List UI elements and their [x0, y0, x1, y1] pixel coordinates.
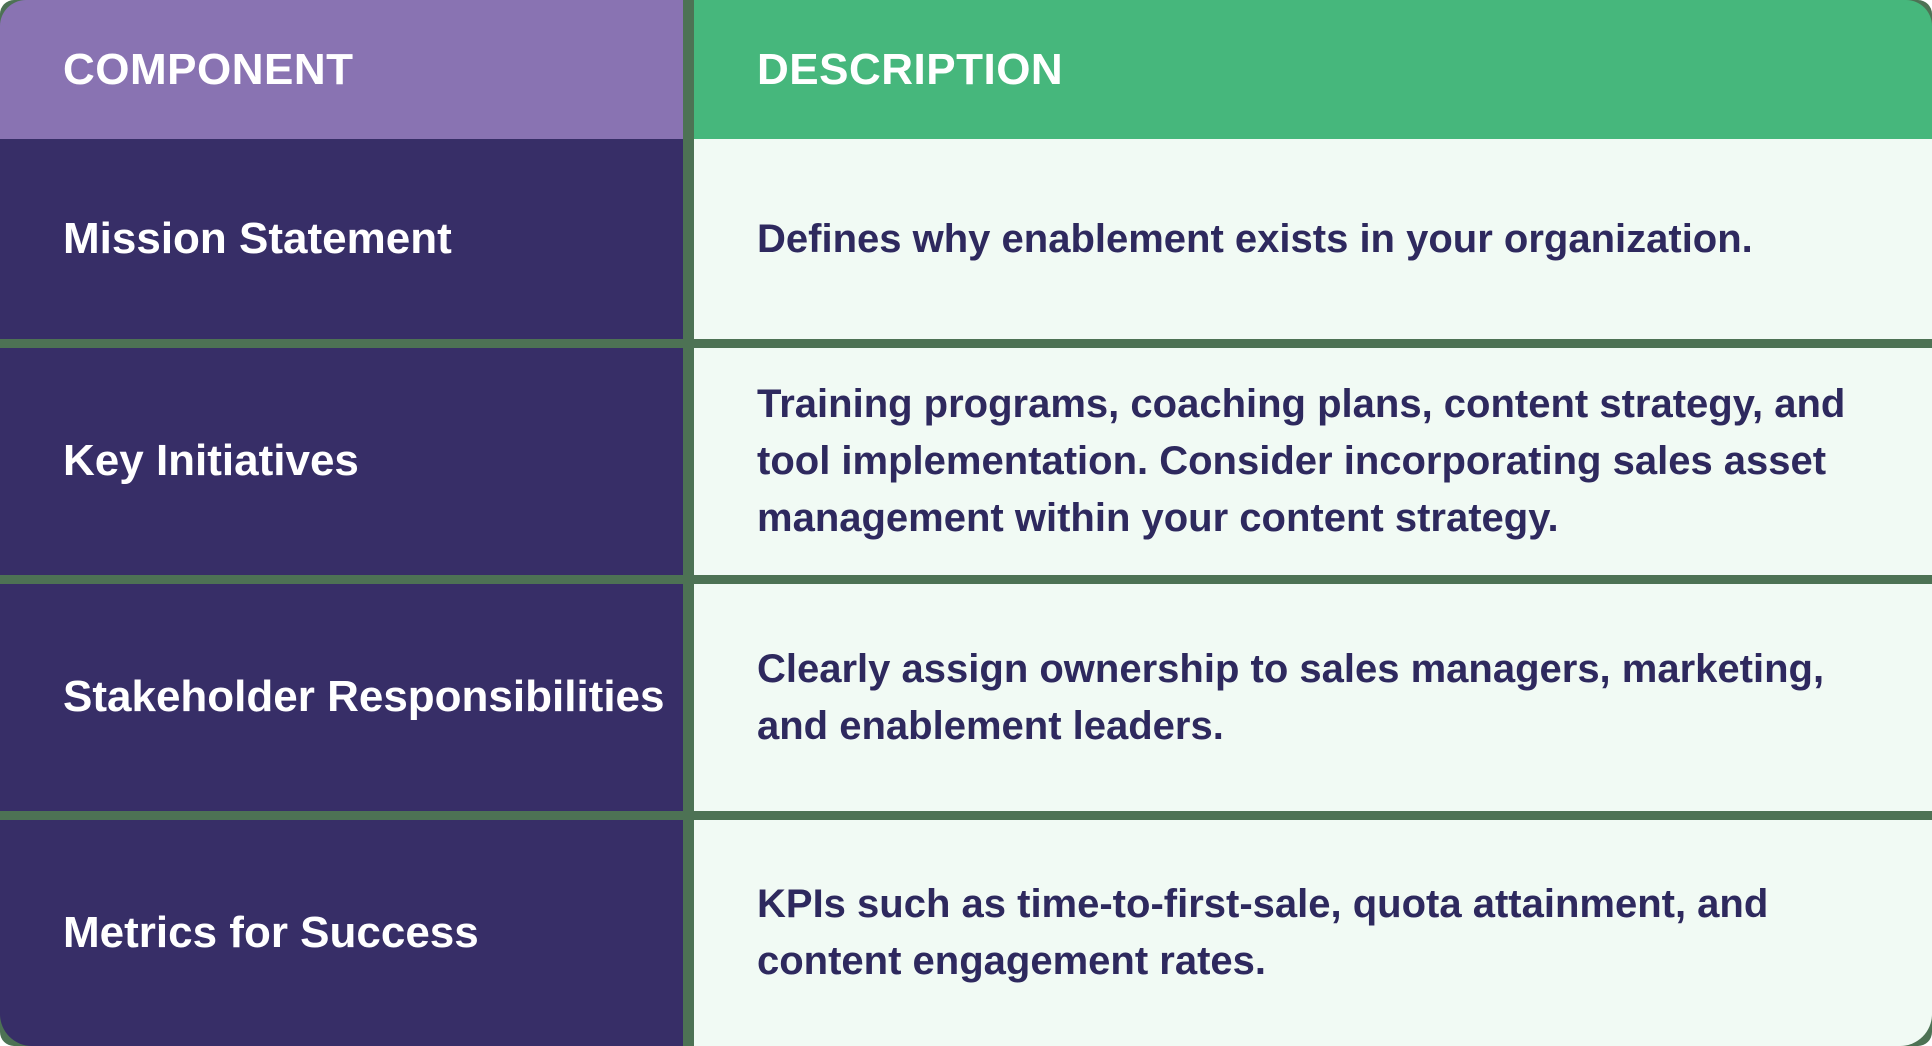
description-text: Clearly assign ownership to sales manage… [757, 646, 1825, 748]
description-text: KPIs such as time-to-first-sale, quota a… [757, 882, 1769, 983]
component-cell: Key Initiatives [0, 348, 683, 575]
table-row-stakeholder-responsibilities: Stakeholder Responsibilities Clearly ass… [0, 584, 1932, 811]
component-cell: Mission Statement [0, 139, 683, 339]
description-text: Training programs, coaching plans, conte… [757, 382, 1846, 540]
description-column-header: DESCRIPTION [694, 0, 1932, 139]
component-label: Metrics for Success [63, 907, 479, 957]
component-column-header: COMPONENT [0, 0, 683, 139]
description-cell: Clearly assign ownership to sales manage… [694, 584, 1932, 811]
table-row-mission-statement: Mission Statement Defines why enablement… [0, 139, 1932, 339]
component-label: Key Initiatives [63, 436, 359, 486]
description-text: Defines why enablement exists in your or… [757, 216, 1753, 261]
component-label: Stakeholder Responsibilities [63, 672, 665, 722]
component-label: Mission Statement [63, 213, 452, 263]
table-row-key-initiatives: Key Initiatives Training programs, coach… [0, 348, 1932, 575]
table-row-metrics-for-success: Metrics for Success KPIs such as time-to… [0, 820, 1932, 1046]
table-header-row: COMPONENT DESCRIPTION [0, 0, 1932, 139]
description-cell: Defines why enablement exists in your or… [694, 139, 1932, 339]
description-cell: KPIs such as time-to-first-sale, quota a… [694, 820, 1932, 1046]
component-cell: Stakeholder Responsibilities [0, 584, 683, 811]
description-column-header-label: DESCRIPTION [757, 44, 1064, 94]
component-column-header-label: COMPONENT [63, 44, 354, 94]
description-cell: Training programs, coaching plans, conte… [694, 348, 1932, 575]
component-cell: Metrics for Success [0, 820, 683, 1046]
